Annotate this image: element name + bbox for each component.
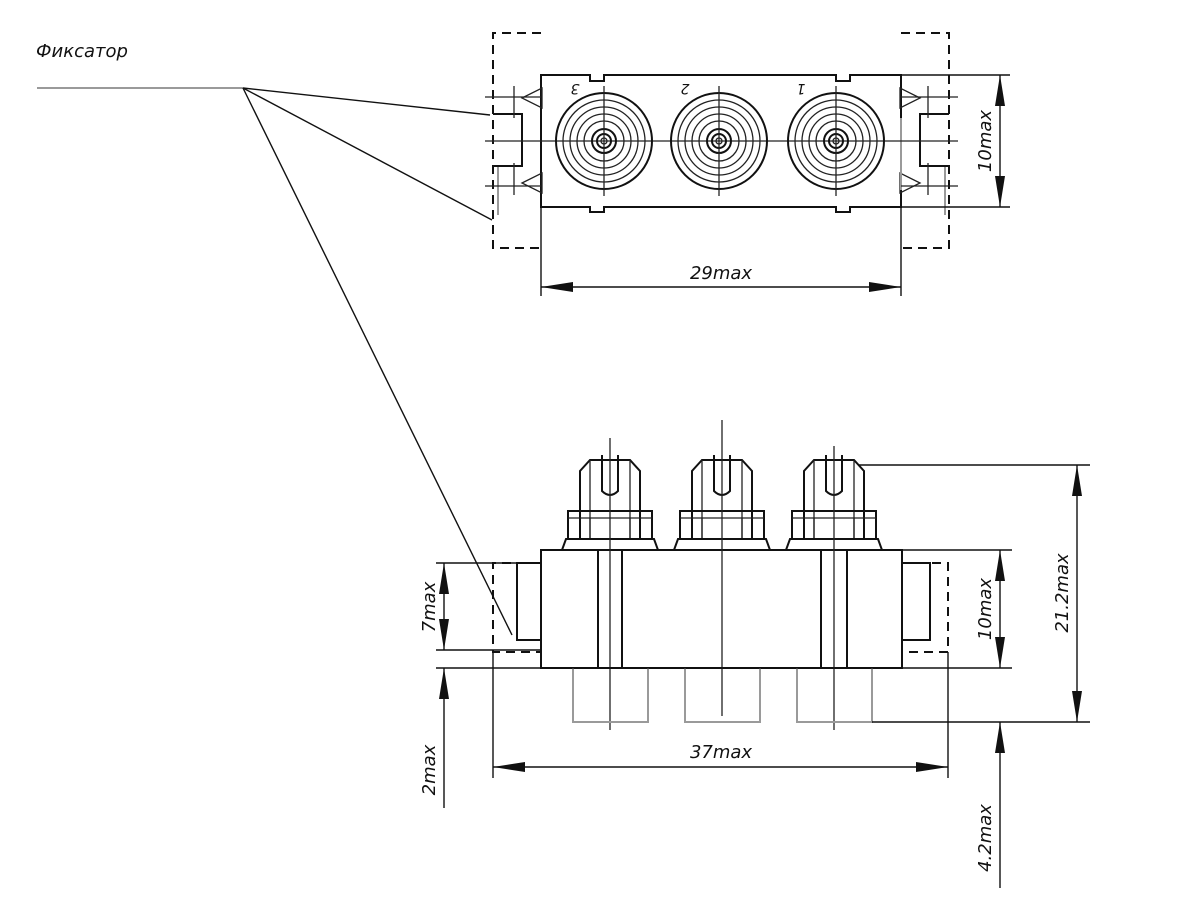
connector-2 — [670, 86, 768, 196]
dimension-top-width: 29max — [540, 207, 902, 296]
fixator-label: Фиксатор — [36, 41, 128, 62]
dimension-label-37max: 37max — [690, 742, 752, 763]
leader-line-1 — [242, 87, 491, 116]
dimension-pin-length: 4.2max — [975, 722, 1005, 888]
fixator-label-group: Фиксатор — [36, 41, 513, 636]
dimension-label-7max: 7max — [419, 581, 440, 632]
pin-number-1: 1 — [797, 80, 806, 96]
dimension-label-10max-top: 10max — [975, 110, 996, 172]
top-view: 3 2 1 29max 10max — [485, 32, 1010, 296]
dimension-label-29max: 29max — [690, 263, 752, 284]
dimension-latch-height: 7max — [419, 563, 449, 650]
front-view: 37max 7max 2max 10max 21.2max — [419, 420, 1090, 888]
dimension-label-21-2max: 21.2max — [1052, 553, 1073, 633]
connector-3 — [555, 86, 653, 196]
leader-line-2 — [242, 87, 493, 221]
front-right-latch — [902, 562, 931, 641]
dimension-front-total-height: 21.2max — [1052, 465, 1082, 722]
pin-number-2: 2 — [680, 80, 689, 96]
leader-line-3 — [242, 87, 513, 636]
dimension-front-body-height: 10max — [975, 550, 1005, 668]
dimension-label-10max-front: 10max — [975, 578, 996, 640]
dimension-top-height: 10max — [901, 74, 1010, 208]
connector-1 — [787, 86, 885, 196]
front-left-latch — [516, 562, 541, 641]
pin-number-3: 3 — [571, 80, 580, 96]
dimension-front-width: 37max — [493, 742, 948, 772]
dimension-label-4-2max: 4.2max — [975, 804, 996, 872]
dimension-latch-offset: 2max — [419, 668, 449, 808]
dimension-label-2max: 2max — [419, 744, 440, 795]
